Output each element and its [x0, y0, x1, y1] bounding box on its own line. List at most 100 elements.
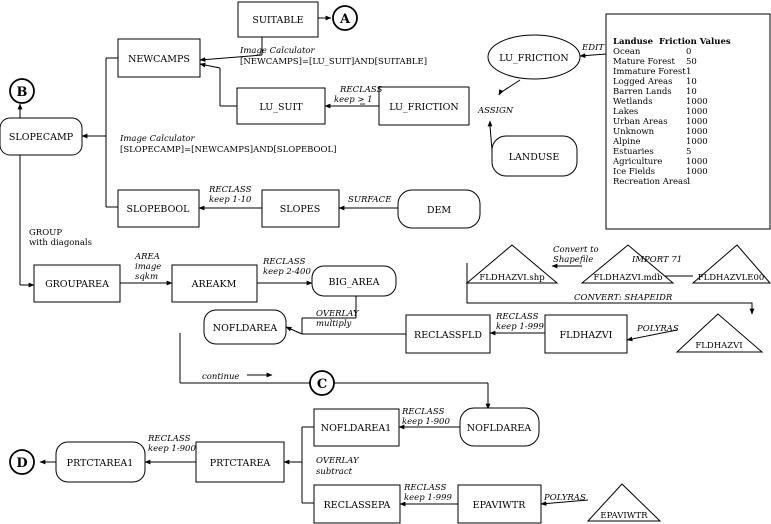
legend-friction-cell: 1000: [686, 167, 708, 177]
legend-landuse-cell: Ice Fields: [613, 167, 655, 177]
legend-friction-cell: 1000: [686, 127, 708, 137]
nofldarea-top-node: [203, 309, 287, 345]
subtract-label: subtract: [316, 467, 353, 477]
legend-landuse-cell: Immature Forest: [613, 67, 686, 77]
suitable-node: [237, 1, 319, 38]
keep-1-900-label-a: keep 1-900: [402, 417, 450, 427]
areakm-node: [171, 264, 258, 303]
reclassfld-label: RECLASSFLD: [414, 330, 482, 341]
nofldarea1-node: [313, 408, 400, 447]
keep-2-400-label: keep 2-400: [263, 267, 311, 277]
legend-landuse-cell: Ocean: [613, 47, 641, 57]
friction-legend-box: [605, 13, 771, 230]
slopebool-label: SLOPEBOOL: [127, 204, 191, 215]
overlay-label-2: OVERLAY: [316, 456, 360, 466]
legend-friction-cell: 10: [686, 77, 697, 87]
line-lufriction-top-to-mid: [499, 79, 521, 94]
marker-d: [9, 449, 35, 475]
dem-label: DEM: [427, 205, 452, 216]
legend-landuse-cell: Barren Lands: [613, 87, 672, 97]
arrow-edit: [579, 53, 607, 58]
lu-friction-top-node: [487, 34, 581, 80]
marker-b-label: B: [17, 85, 28, 100]
line-landuse-to-lufriction: [489, 125, 493, 151]
big-area-node: [311, 265, 397, 297]
legend-friction-cell: 10: [686, 87, 697, 97]
landuse-label: LANDUSE: [509, 152, 560, 163]
legend-friction-cell: 1000: [686, 107, 708, 117]
legend-landuse-cell: Recreation Areas: [613, 177, 687, 187]
image-label: image: [135, 262, 161, 272]
arrow-lufriction-to-mid: [498, 89, 504, 96]
marker-b: [9, 78, 35, 104]
grouparea-node: [33, 264, 121, 303]
legend-friction-cell: 1000: [686, 137, 708, 147]
legend-friction-cell: 0: [686, 47, 691, 57]
image-calculator-label-2: Image Calculator: [119, 134, 196, 144]
fldhazvle00-node: [691, 244, 771, 284]
convert-to-label: Convert to: [553, 245, 599, 255]
reclassepa-label: RECLASSEPA: [324, 500, 391, 511]
image-calculator-label-1: Image Calculator: [239, 46, 316, 56]
fldhazvi-triangle-node: [675, 313, 764, 353]
legend-landuse-cell: Unknown: [613, 127, 655, 137]
legend-friction-cell: 1: [686, 67, 691, 77]
keep-1-999-label-b: keep 1-999: [404, 493, 452, 503]
legend-friction-cell: 1000: [686, 97, 708, 107]
reclass-label-5: RECLASS: [401, 407, 445, 417]
reclass-label-2: RECLASS: [208, 185, 252, 195]
legend-header-landuse: Landuse: [613, 37, 654, 47]
lu-friction-top-label: LU_FRICTION: [499, 53, 569, 64]
newcamps-expression: [NEWCAMPS]=[LU_SUIT]AND[SUITABLE]: [240, 57, 427, 67]
edit-label: EDIT: [581, 43, 605, 53]
nofldarea-c-node: [459, 407, 540, 447]
legend-landuse-cell: Lakes: [613, 107, 638, 117]
group-label: GROUP: [29, 228, 62, 238]
newcamps-label: NEWCAMPS: [128, 54, 190, 65]
area-label: AREA: [134, 252, 160, 262]
arrow-polyras-2: [540, 499, 589, 506]
legend-landuse-cell: Agriculture: [612, 157, 662, 167]
legend-friction-cell: 1000: [686, 157, 708, 167]
prtctarea1-node: [55, 441, 146, 483]
arrow-lusuit-to-newcamps: [199, 62, 221, 69]
lu-friction-mid-node: [378, 86, 470, 126]
overlay-label-1: OVERLAY: [316, 309, 360, 319]
prtctarea-node: [195, 441, 285, 483]
slopecamp-node: [0, 117, 83, 156]
keep-1-900-label-b: keep 1-900: [148, 444, 196, 454]
legend-friction-cell: 1: [686, 177, 691, 187]
polyras-label-1: POLYRAS: [636, 324, 679, 334]
fldhazvi-shp-node: [465, 244, 559, 284]
lu-suit-label: LU_SUIT: [259, 102, 303, 113]
reclass-label-1: RECLASS: [339, 85, 383, 95]
legend-landuse-cell: Wetlands: [613, 97, 653, 107]
continue-label: continue: [202, 372, 239, 382]
surface-label: SURFACE: [348, 195, 392, 205]
suitable-label: SUITABLE: [252, 15, 303, 26]
reclass-label-7: RECLASS: [403, 483, 447, 493]
epaviwtr-triangle-label: EPAVIWTR: [600, 511, 648, 521]
slopecamp-label: SLOPECAMP: [9, 132, 74, 143]
prtctarea1-label: PRTCTAREA1: [67, 458, 134, 469]
nofldarea-top-label: NOFLDAREA: [213, 323, 278, 334]
keep-1-999-label-a: keep 1-999: [496, 322, 544, 332]
marker-c-label: C: [317, 377, 327, 392]
slopecamp-expression: [SLOPECAMP]=[NEWCAMPS]AND[SLOPEBOOL]: [120, 145, 336, 155]
grouparea-label: GROUPAREA: [45, 279, 109, 290]
areakm-label: AREAKM: [191, 279, 237, 290]
legend-friction-cell: 1000: [686, 117, 708, 127]
big-area-label: BIG_AREA: [329, 277, 380, 288]
dem-node: [397, 189, 481, 229]
slopebool-node: [117, 189, 200, 228]
lu-suit-node: [236, 87, 326, 125]
arrow-to-nofldarea: [285, 326, 303, 335]
marker-c: [309, 370, 335, 396]
fldhazvi-mdb-label: FLDHAZVI.mdb: [594, 273, 664, 283]
fldhazvi-mdb-node: [580, 244, 675, 284]
legend-friction-cell: 50: [686, 57, 697, 67]
sqkm-label: sqkm: [135, 272, 158, 282]
connectors: [17, 15, 755, 507]
